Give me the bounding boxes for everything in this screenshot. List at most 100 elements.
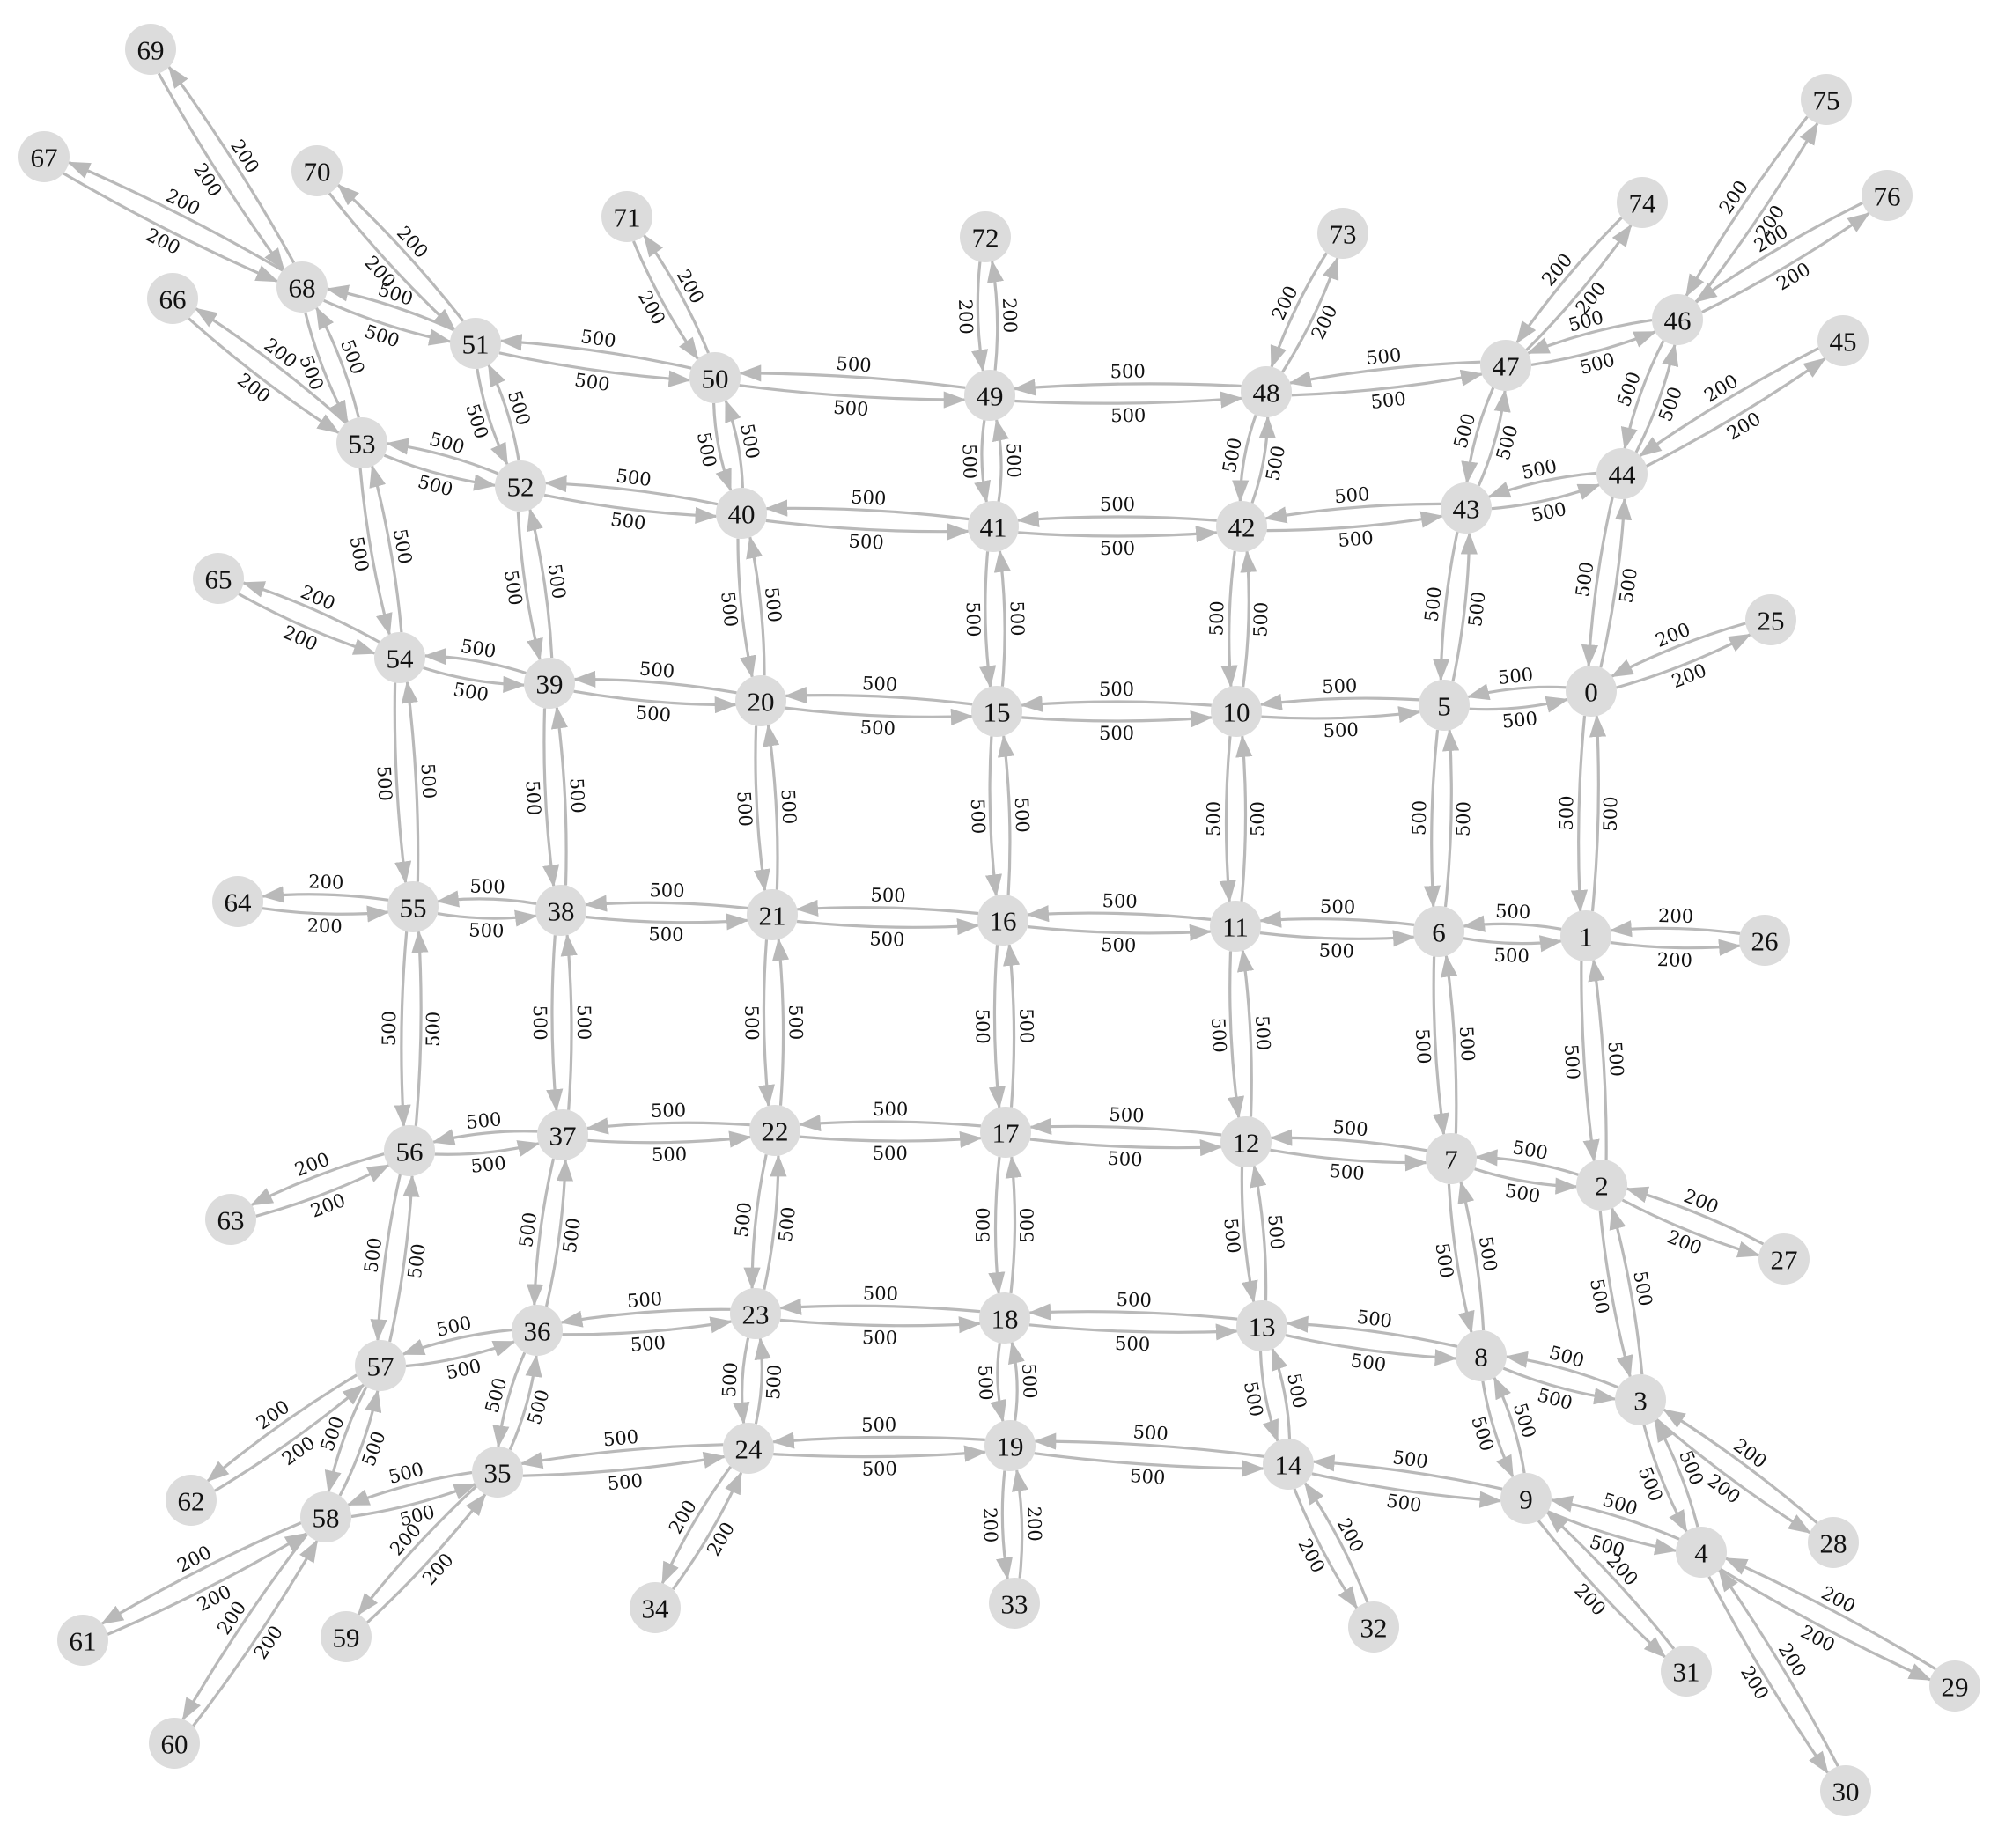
edge-label-51-to-52: 500 [461,401,492,441]
node-circle-22 [749,1105,800,1156]
node-44: 44 [1596,448,1648,499]
edge-46-to-76 [1700,211,1870,314]
edge-label-22-to-17: 500 [873,1143,908,1164]
edge-label-37-to-22: 500 [652,1144,688,1166]
node-label-12: 12 [1233,1128,1260,1159]
edge-14-to-19 [1033,1432,1264,1458]
edge-75-to-46 [1685,115,1809,298]
node-70: 70 [291,145,343,196]
node-69: 69 [125,24,176,75]
edge-10-to-5 [1261,706,1421,724]
edge-50-to-71 [643,233,710,354]
edge-label-1-to-26: 200 [1657,949,1693,971]
edge-label-10-to-15: 500 [1099,679,1134,700]
edge-35-to-58 [346,1470,473,1506]
edge-label-17-to-22: 500 [873,1099,908,1120]
node-circle-34 [630,1582,681,1633]
node-24: 24 [723,1423,774,1474]
edge-55-to-56 [394,931,411,1128]
edge-55-to-38 [437,909,538,927]
node-63: 63 [205,1194,256,1245]
edge-49-to-48 [1014,391,1243,409]
edge-label-37-to-38: 500 [573,1005,594,1040]
edge-label-11-to-6: 500 [1319,939,1355,961]
node-circle-6 [1413,906,1464,957]
node-67: 67 [18,131,70,182]
node-circle-36 [512,1305,563,1356]
edge-76-to-46 [1694,201,1864,304]
edge-label-21-to-38: 500 [649,880,685,902]
node-circle-27 [1758,1233,1810,1285]
node-circle-64 [212,876,263,927]
node-circle-0 [1566,666,1617,717]
node-label-62: 62 [178,1486,205,1517]
node-circle-14 [1263,1439,1314,1490]
node-circle-20 [735,675,786,726]
node-circle-59 [321,1611,372,1662]
edge-32-to-14 [1303,1482,1369,1603]
edge-16-to-11 [1027,924,1213,941]
edge-label-59-to-35: 200 [418,1550,458,1590]
node-label-56: 56 [396,1137,424,1167]
node-circle-60 [149,1718,200,1769]
node-circle-51 [450,318,501,369]
edge-55-to-64 [261,886,389,903]
edge-label-19-to-24: 500 [861,1414,896,1435]
node-76: 76 [1862,170,1913,221]
node-71: 71 [601,191,652,242]
node-label-3: 3 [1633,1386,1648,1417]
edge-label-47-to-48: 500 [1365,344,1402,369]
edge-51-to-70 [336,183,465,322]
edge-12-to-17 [1028,1117,1222,1137]
node-label-18: 18 [992,1304,1019,1335]
edge-21-to-16 [796,917,980,936]
edge-70-to-51 [328,192,456,331]
node-circle-48 [1241,366,1292,417]
node-7: 7 [1426,1133,1477,1184]
node-22: 22 [749,1105,800,1156]
node-label-75: 75 [1813,85,1840,116]
edge-label-41-to-42: 500 [1100,538,1135,559]
edge-54-to-39 [423,666,527,694]
edge-label-68-to-51: 500 [362,320,402,351]
edge-44-to-45 [1645,357,1826,468]
edge-18-to-17 [1005,1155,1022,1294]
node-label-46: 46 [1664,306,1692,336]
edge-3-to-8 [1505,1351,1619,1389]
edge-label-48-to-73: 200 [1307,302,1341,343]
node-label-19: 19 [997,1432,1024,1462]
edge-22-to-17 [799,1130,983,1148]
edge-label-0-to-25: 200 [1669,659,1709,692]
edge-9-to-14 [1311,1454,1503,1491]
edge-54-to-65 [241,581,380,644]
edge-label-18-to-19: 500 [974,1365,997,1401]
edge-label-19-to-33: 200 [979,1507,1001,1543]
nodes-layer: 0123456789101112131415161718192021222324… [18,24,1980,1816]
node-33: 33 [989,1578,1040,1629]
edge-label-43-to-5: 500 [1421,585,1446,623]
node-circle-5 [1419,680,1470,731]
edge-67-to-68 [63,172,279,283]
node-circle-39 [524,658,575,709]
node-circle-24 [723,1423,774,1474]
node-circle-2 [1576,1160,1627,1211]
edge-31-to-9 [1545,1511,1676,1650]
node-circle-75 [1801,74,1852,125]
edge-4-to-9 [1550,1495,1680,1541]
node-46: 46 [1652,294,1703,345]
edge-1-to-0 [1589,714,1607,912]
node-label-29: 29 [1942,1672,1969,1703]
edge-label-58-to-61: 200 [173,1542,215,1577]
edge-57-to-62 [206,1373,358,1483]
edge-6-to-7 [1432,956,1449,1137]
node-19: 19 [984,1420,1036,1471]
edge-19-to-14 [1034,1452,1265,1477]
edge-58-to-61 [100,1521,302,1625]
node-circle-50 [689,352,741,403]
edge-33-to-19 [1012,1469,1028,1579]
node-label-51: 51 [462,329,490,360]
edge-label-55-to-64: 200 [308,871,344,893]
edge-23-to-36 [559,1307,731,1328]
edge-label-13-to-12: 500 [1264,1213,1287,1250]
node-circle-37 [537,1109,588,1160]
